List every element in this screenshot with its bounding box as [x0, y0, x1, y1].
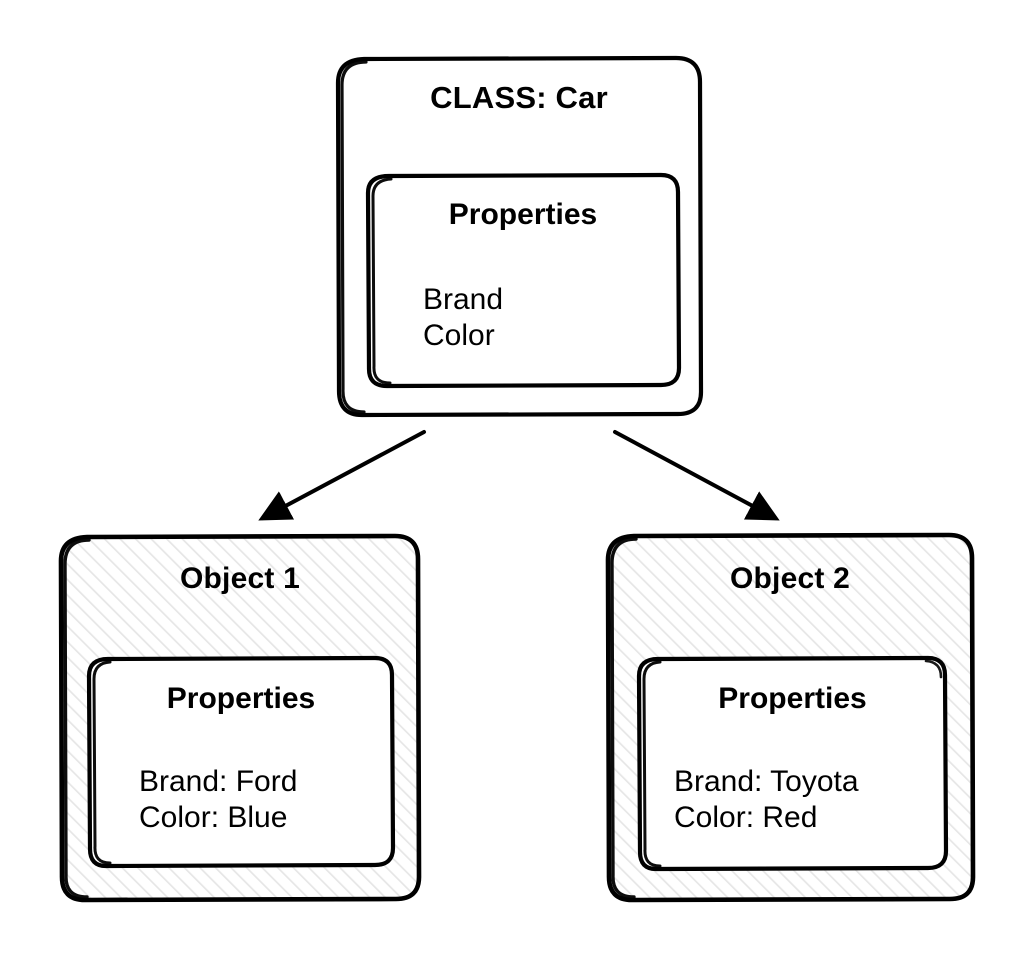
class-node-title: CLASS: Car — [430, 80, 608, 115]
object-2-properties-list: Brand: Toyota Color: Red — [674, 765, 859, 834]
object-1-node-shape[interactable] — [58, 533, 422, 903]
object-2-title: Object 2 — [730, 562, 850, 595]
connector-class-to-object-2[interactable] — [613, 430, 780, 521]
object-2-node-shape[interactable] — [605, 532, 976, 903]
connector-class-to-object-1[interactable] — [258, 430, 426, 521]
object-1-title: Object 1 — [180, 562, 300, 595]
object-1-properties-list: Brand: Ford Color: Blue — [139, 765, 298, 834]
object-1-properties-heading: Properties — [166, 682, 316, 715]
class-properties-heading: Properties — [448, 198, 598, 231]
object-2-properties-heading: Properties — [718, 682, 867, 715]
class-properties-list: Brand Color — [423, 283, 504, 352]
class-node-shape[interactable] — [335, 55, 704, 418]
